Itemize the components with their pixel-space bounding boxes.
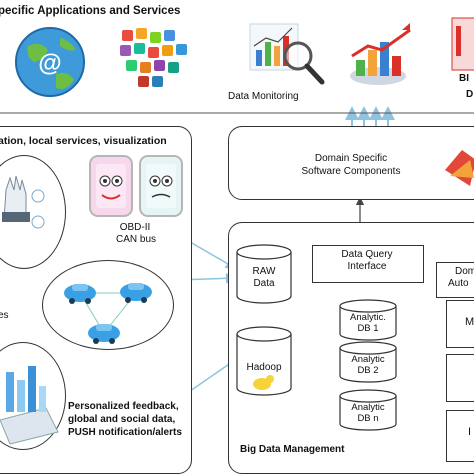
raw-line1: RAW [252, 266, 276, 277]
data-monitoring-label: Data Monitoring [228, 91, 299, 102]
domain-auto-box [436, 262, 474, 298]
svg-text:@: @ [38, 50, 61, 77]
domain-components-box [228, 126, 474, 200]
query-line2: Interface [347, 261, 387, 272]
query-line1: Data Query [341, 249, 393, 260]
apps-title: pecific Applications and Services [0, 5, 181, 17]
hadoop-label: Hadoop [246, 362, 282, 373]
db1-line2: DB 1 [357, 323, 379, 334]
bi-label: BI [459, 73, 469, 84]
domain-line1: Domain Specific [314, 153, 388, 164]
query-interface-box [312, 245, 424, 283]
right-l-label: I [468, 426, 472, 438]
domain-line2: Software Components [301, 166, 401, 177]
db2-line2: DB 2 [357, 365, 379, 376]
obd-label-line1: OBD-II [119, 222, 151, 233]
right-box-2 [446, 354, 474, 402]
dom-line1: Dom [455, 266, 474, 277]
dbn-line2: DB n [357, 413, 379, 424]
d-label: D [466, 89, 474, 100]
feedback-line3: PUSH notification/alerts [68, 427, 182, 438]
raw-line2: Data [253, 278, 275, 289]
left-panel-title: ation, local services, visualization [0, 135, 167, 147]
right-m-label: M [465, 316, 474, 328]
big-data-footer: Big Data Management [240, 444, 345, 455]
db1-line1: Analytic. [350, 312, 386, 323]
right-box-m [446, 300, 474, 348]
es-label: es [0, 310, 9, 321]
obd-label-line2: CAN bus [115, 234, 156, 245]
feedback-line1: Personalized feedback, [68, 401, 179, 412]
feedback-line2: global and social data, [68, 414, 176, 425]
feedback-text: Personalized feedback, global and social… [68, 400, 182, 439]
dbn-line1: Analytic [351, 402, 385, 413]
db2-line1: Analytic [351, 354, 385, 365]
dom-line2: Auto [448, 278, 469, 289]
right-box-3 [446, 410, 474, 462]
